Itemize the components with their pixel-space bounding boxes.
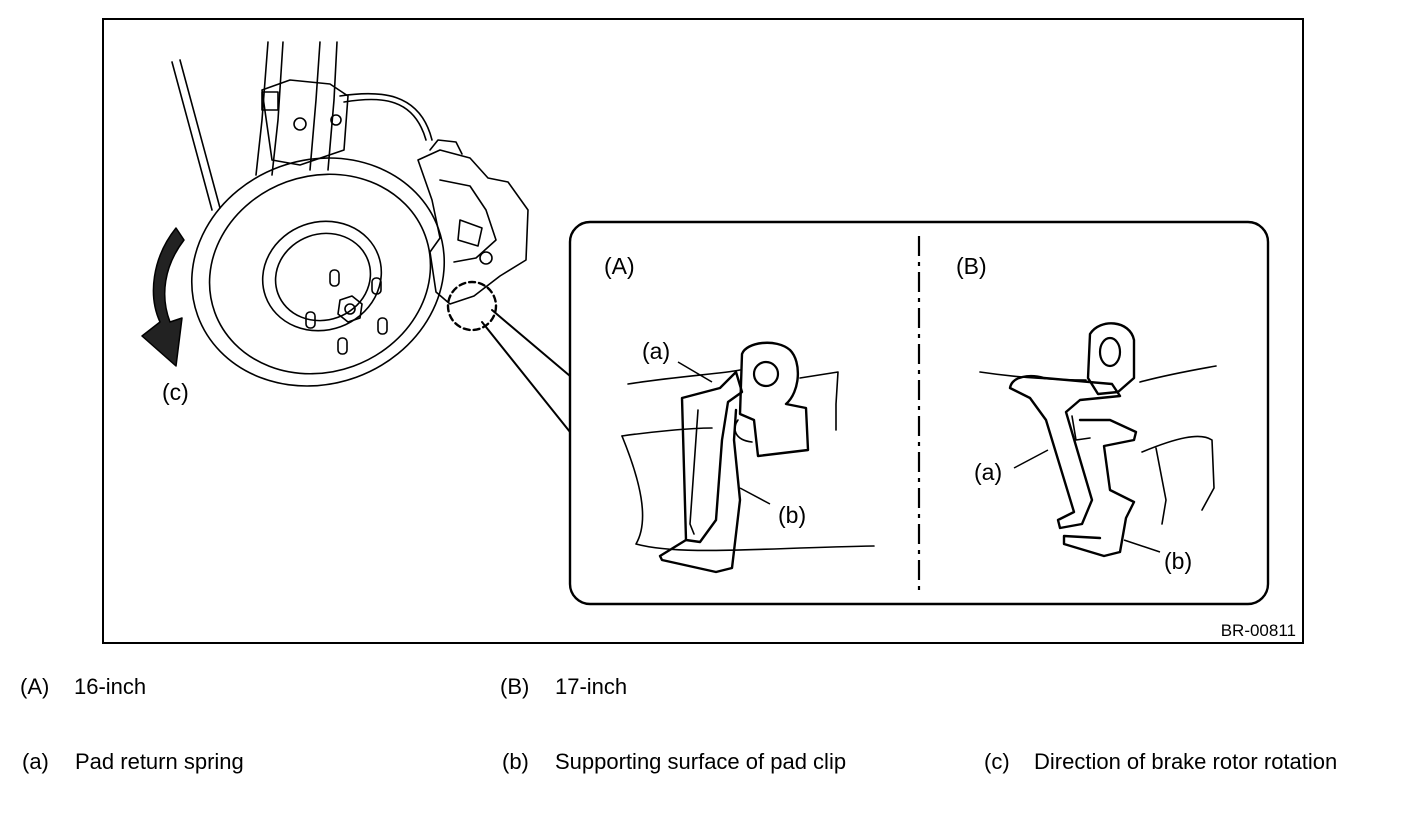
detail-inset-panel bbox=[568, 220, 1270, 606]
callout-a-17-inch: (a) bbox=[974, 459, 1002, 485]
legend-key: (A) bbox=[20, 674, 50, 699]
legend-text: 16-inch bbox=[74, 674, 147, 699]
callout-B: (B) bbox=[956, 253, 987, 279]
legend-key: (c) bbox=[984, 749, 1010, 774]
callout-b-16-inch: (b) bbox=[778, 502, 806, 528]
callout-c: (c) bbox=[162, 379, 189, 405]
figure-code: BR-00811 bbox=[1221, 621, 1296, 640]
legend-text: 17-inch bbox=[555, 674, 628, 699]
legend-key: (a) bbox=[22, 749, 49, 774]
rotation-arrow-icon bbox=[141, 227, 185, 367]
callout-b-17-inch: (b) bbox=[1164, 548, 1192, 574]
rotor-assembly-illustration bbox=[171, 41, 571, 433]
legend-text: Direction of brake rotor rotation bbox=[1034, 749, 1338, 774]
pad-spring-16-inch-illustration bbox=[621, 341, 875, 574]
legend-key: (b) bbox=[502, 749, 529, 774]
callout-A: (A) bbox=[604, 253, 635, 279]
callout-leaders bbox=[677, 361, 1161, 553]
callout-a-16-inch: (a) bbox=[642, 338, 670, 364]
legend-key: (B) bbox=[500, 674, 530, 699]
legend-text: Supporting surface of pad clip bbox=[555, 749, 847, 774]
legend-text: Pad return spring bbox=[75, 749, 244, 774]
pad-spring-17-inch-illustration bbox=[979, 322, 1217, 558]
